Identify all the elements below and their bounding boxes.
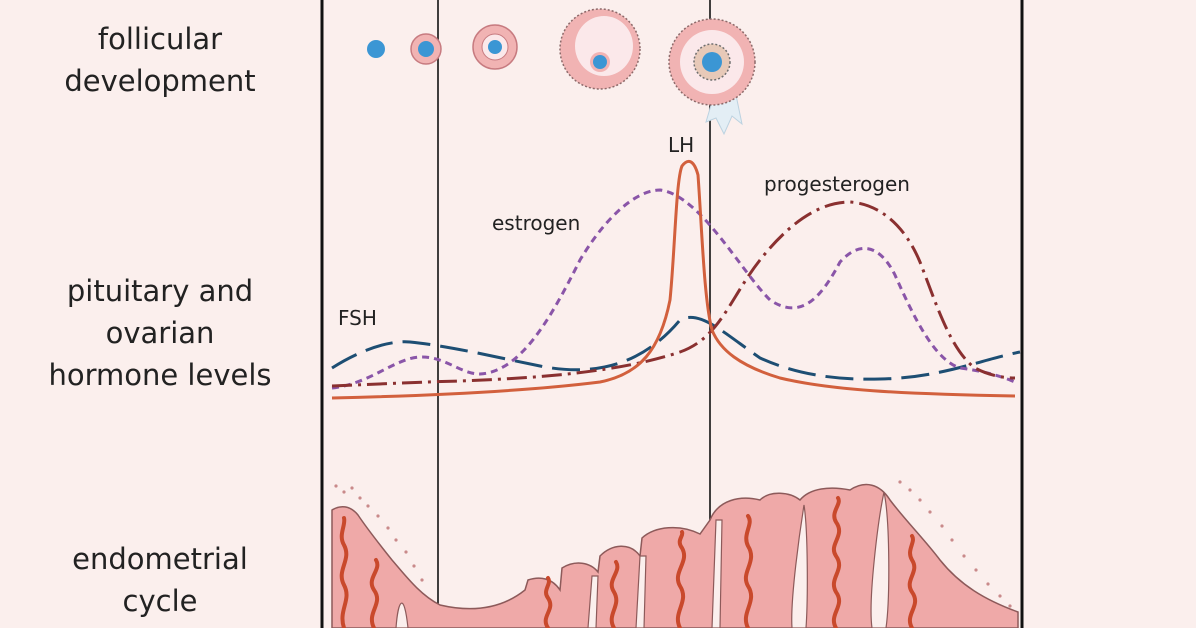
- crypt-divider: [791, 504, 808, 628]
- label-line: endometrial: [72, 542, 248, 576]
- lh-curve: [331, 159, 1016, 400]
- label-line: pituitary and: [66, 274, 254, 308]
- gland-icon: [907, 534, 918, 628]
- label-line: hormone levels: [48, 358, 272, 392]
- crypt-divider: [587, 575, 599, 628]
- gland-icon: [744, 514, 754, 628]
- gland-icon: [609, 560, 620, 628]
- label-line: follicular: [97, 22, 223, 56]
- follicle-icon: [668, 18, 756, 136]
- estrogen-curve: [331, 188, 1016, 390]
- label-line: development: [64, 64, 256, 98]
- endometrium: [331, 480, 1019, 628]
- gland-icon: [369, 558, 380, 628]
- follicles: [367, 8, 756, 136]
- progesterogen-curve: [331, 200, 1016, 388]
- crypt-divider: [635, 555, 647, 628]
- lh-label: LH: [668, 133, 694, 157]
- gland-icon: [339, 516, 349, 628]
- oocyte-icon: [367, 40, 385, 58]
- estrogen-label: estrogen: [492, 211, 580, 235]
- label-line: cycle: [122, 584, 198, 618]
- hormone-curves: [331, 159, 1021, 400]
- crypt-divider: [870, 491, 890, 628]
- follicle-icon: [472, 24, 518, 70]
- label-line: ovarian: [105, 316, 215, 350]
- gland-icon: [676, 530, 686, 628]
- progesterogen-label: progesterogen: [764, 172, 910, 196]
- crypt-divider: [711, 519, 723, 628]
- endometrium-shape: [331, 483, 1019, 628]
- endometrial-cycle-label: endometrial cycle: [0, 538, 320, 622]
- hormone-levels-label: pituitary and ovarian hormone levels: [0, 270, 320, 396]
- follicle-icon: [559, 8, 641, 90]
- fsh-label: FSH: [338, 306, 377, 330]
- gland-icon: [832, 496, 842, 628]
- gland-icon: [543, 576, 553, 628]
- shedding-dots: [334, 480, 1012, 608]
- follicle-icon: [410, 33, 442, 65]
- follicular-development-label: follicular development: [0, 18, 320, 102]
- fsh-curve: [331, 315, 1021, 381]
